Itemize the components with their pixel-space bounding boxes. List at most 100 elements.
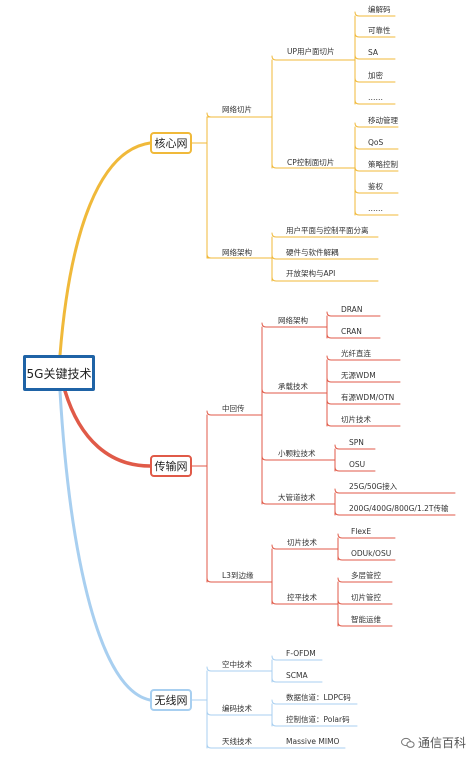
- leaf-slicing-tech: 切片技术: [341, 415, 371, 424]
- leaf-qos: QoS: [368, 138, 384, 147]
- tr-ctrl-leaves-link-1: [337, 599, 393, 605]
- tr-fh-l2-link-3: [261, 499, 321, 505]
- core-up-leaves-link-2: [354, 54, 396, 60]
- leaf-open-api: 开放架构与API: [286, 269, 336, 278]
- node-slice-tech: 切片技术: [287, 538, 317, 547]
- core-up-leaves-link-3: [354, 77, 396, 83]
- leaf-flexe: FlexE: [351, 527, 372, 536]
- leaf-auth: 鉴权: [368, 182, 383, 191]
- core-cp-leaves-link-4: [354, 210, 399, 216]
- leaf-codec: 编解码: [368, 5, 391, 14]
- leaf-policy: 策略控制: [368, 160, 398, 169]
- core-arch-leaves-link-2: [271, 276, 379, 282]
- chat-bubble-icon: [400, 737, 415, 748]
- leaf-active-wdm-otn: 有源WDM/OTN: [341, 393, 395, 402]
- node-up-slicing: UP用户面切片: [287, 47, 335, 56]
- node-antenna-tech: 天线技术: [222, 737, 252, 746]
- tr-small-leaves-link-1: [334, 466, 376, 472]
- node-network-slicing: 网络切片: [222, 105, 252, 114]
- tr-fh-l2-link-2: [261, 455, 321, 461]
- tr-big-leaves-link-0: [334, 488, 456, 494]
- leaf-ldpc: 数据信道：LDPC码: [286, 693, 351, 702]
- core-cp-leaves-link-0: [354, 122, 399, 128]
- leaf-cran: CRAN: [341, 327, 362, 336]
- wi-air-leaves-link-1: [271, 677, 323, 683]
- edge-root-wireless: [58, 389, 152, 702]
- tr-arch-leaves-link-0: [326, 311, 381, 317]
- watermark: 通信百科: [400, 734, 466, 751]
- leaf-mobility: 移动管理: [368, 116, 398, 125]
- leaf-hw-sw-decoupling: 硬件与软件解耦: [286, 248, 339, 257]
- wi-l1-link-2: [206, 743, 263, 749]
- node-coding-tech: 编码技术: [222, 704, 252, 713]
- node-cp-slicing: CP控制面切片: [287, 158, 335, 167]
- wi-air-leaves-link-0: [271, 655, 323, 661]
- tr-l1-link-0: [206, 410, 263, 416]
- leaf-reliability: 可靠性: [368, 26, 391, 35]
- tr-small-leaves-link-0: [334, 444, 376, 450]
- core-cp-leaves-link-3: [354, 188, 399, 194]
- branch-transport-network: 传输网: [150, 455, 192, 477]
- core-up-leaves-link-1: [354, 32, 396, 38]
- core-up-leaves-link-4: [354, 99, 396, 105]
- edge-root-core: [58, 141, 152, 357]
- leaf-oduk-osu: ODUk/OSU: [351, 549, 392, 558]
- leaf-passive-wdm: 无源WDM: [341, 371, 376, 380]
- node-air-tech: 空中技术: [222, 660, 252, 669]
- leaf-osu: OSU: [349, 460, 366, 469]
- tr-l1-link-1: [206, 577, 263, 583]
- tr-slice-leaves-link-1: [337, 555, 396, 561]
- leaf-spn: SPN: [349, 438, 364, 447]
- core-arch-leaves-link-0: [271, 232, 379, 238]
- tr-bearer-leaves-link-3: [326, 421, 401, 427]
- edge-root-transport: [63, 389, 152, 468]
- tr-ctrl-leaves-link-2: [337, 621, 393, 627]
- tr-l3-l2-link-0: [271, 544, 326, 550]
- tr-arch-leaves-link-1: [326, 333, 381, 339]
- leaf-scma: SCMA: [286, 671, 308, 680]
- leaf-more-cp: ……: [368, 204, 383, 213]
- leaf-up-cp-separation: 用户平面与控制平面分离: [286, 226, 369, 235]
- core-cp-leaves-link-1: [354, 144, 399, 150]
- wi-coding-leaves-link-1: [271, 721, 358, 727]
- core-slicing-l2-link-1: [271, 163, 341, 169]
- core-arch-leaves-link-1: [271, 254, 379, 260]
- core-slicing-l2-link-0: [271, 55, 341, 61]
- node-network-arch-transport: 网络架构: [278, 316, 308, 325]
- leaf-more-up: ……: [368, 93, 383, 102]
- core-up-leaves-link-0: [354, 11, 396, 17]
- node-fronthaul: 中回传: [222, 404, 245, 413]
- branch-core-network: 核心网: [150, 132, 192, 154]
- leaf-dran: DRAN: [341, 305, 363, 314]
- leaf-sa: SA: [368, 48, 379, 57]
- branch-wireless-network: 无线网: [150, 689, 192, 711]
- leaf-slice-mgmt: 切片管控: [351, 593, 381, 602]
- tr-ctrl-leaves-link-0: [337, 577, 393, 583]
- tr-slice-leaves-link-0: [337, 533, 396, 539]
- tr-bearer-leaves-link-0: [326, 355, 401, 361]
- leaf-f-ofdm: F-OFDM: [286, 649, 316, 658]
- node-bearer-tech: 承载技术: [278, 382, 308, 391]
- leaf-fiber-direct: 光纤直连: [341, 349, 371, 358]
- node-l3-edge: L3到边缘: [222, 571, 254, 580]
- leaf-polar: 控制信道：Polar码: [286, 715, 350, 724]
- wi-coding-leaves-link-0: [271, 699, 358, 705]
- tr-fh-l2-link-1: [261, 388, 321, 394]
- leaf-25g-50g: 25G/50G接入: [349, 482, 398, 491]
- leaf-massive-mimo: Massive MIMO: [286, 737, 340, 746]
- leaf-smart-ops: 智能运维: [351, 615, 381, 624]
- root-node: 5G关键技术: [23, 355, 95, 391]
- tr-l3-l2-link-1: [271, 599, 326, 605]
- tr-big-leaves-link-1: [334, 510, 456, 516]
- leaf-200g-1-2t: 200G/400G/800G/1.2T传输: [349, 504, 449, 513]
- wi-l1-link-1: [206, 710, 263, 716]
- watermark-text: 通信百科: [417, 736, 466, 750]
- tr-bearer-leaves-link-2: [326, 399, 401, 405]
- leaf-multilayer-mgmt: 多层管控: [351, 571, 381, 580]
- node-network-arch-core: 网络架构: [222, 248, 252, 257]
- wi-l1-link-0: [206, 666, 263, 672]
- tr-bearer-leaves-link-1: [326, 377, 401, 383]
- tr-fh-l2-link-0: [261, 322, 321, 328]
- node-control-tech: 控平技术: [287, 593, 317, 602]
